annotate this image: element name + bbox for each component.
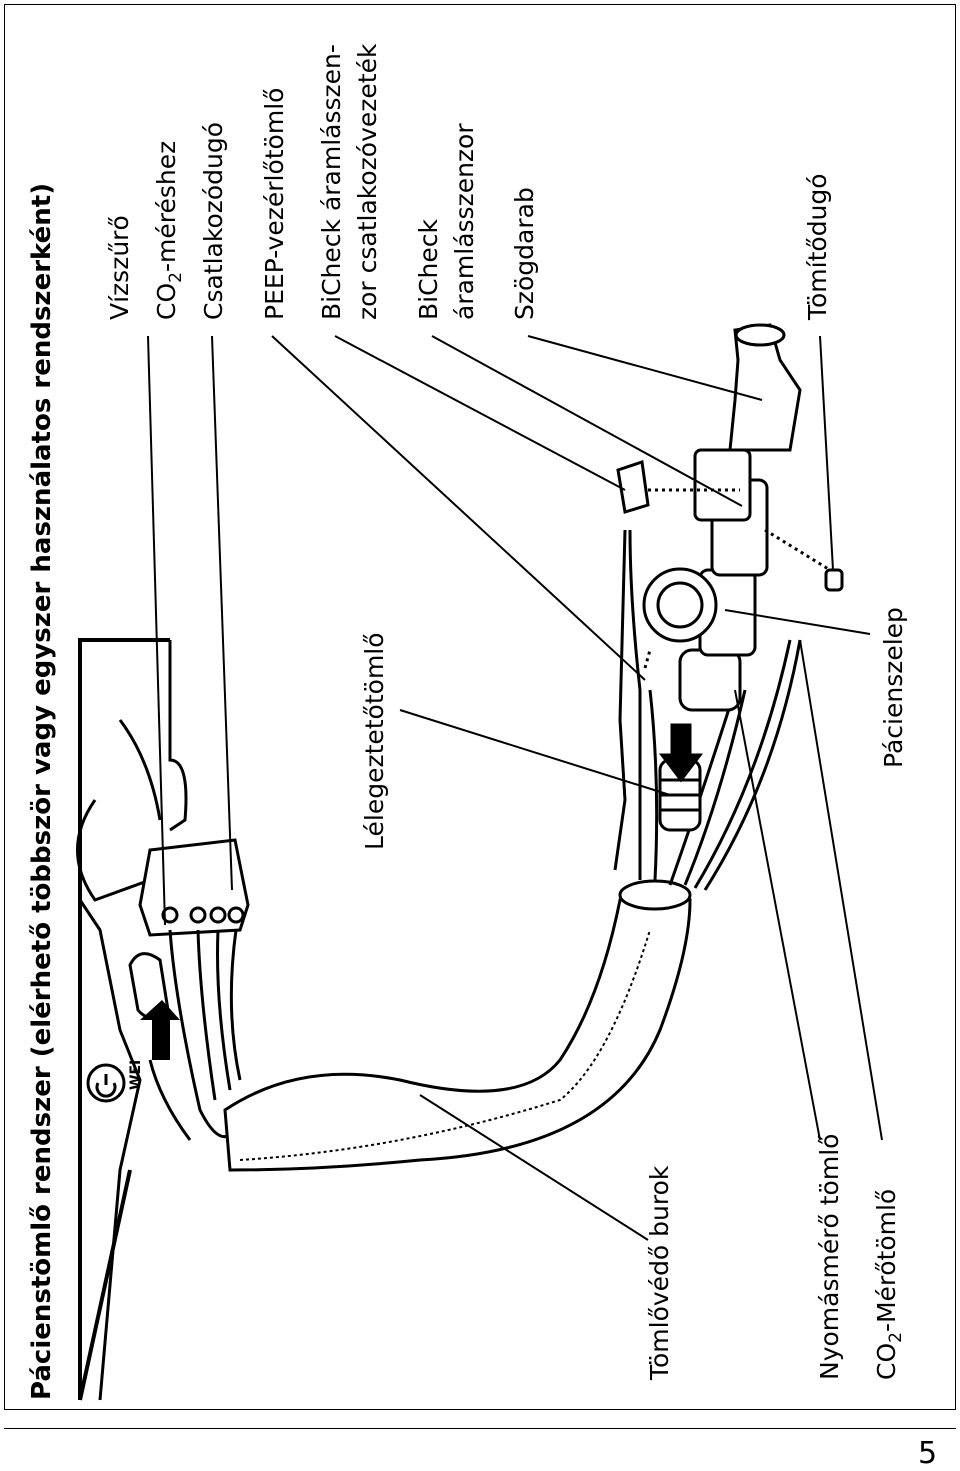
footer-rule (4, 1428, 956, 1429)
hose-connector (658, 723, 704, 832)
page-title: Pácienstömlő rendszer (elérhető többször… (27, 183, 57, 1400)
label-co2-tube: CO2-Mérőtömlő (872, 1189, 906, 1380)
hose-sleeve (223, 879, 692, 1172)
connector-block (138, 838, 250, 937)
label-bicheck-sensor-line2: áramlásszenzor (450, 123, 479, 320)
label-hose-sleeve: Tömlővédő burok (645, 1165, 674, 1381)
label-connector-plug: Csatlakozódugó (199, 122, 228, 320)
label-sealing-cap: Tömítődugó (803, 173, 832, 321)
label-bicheck-connector-line1: BiCheck áramlásszen- (317, 44, 346, 320)
label-peep-tube: PEEP-vezérlőtömlő (260, 88, 289, 320)
label-water-filter: Vízszűrő (105, 215, 134, 320)
power-icon (86, 1063, 126, 1103)
label-co2-measurement: CO2-méréshez (152, 141, 186, 320)
page-frame (4, 4, 956, 1410)
arrow-icon (140, 1000, 180, 1060)
leader-lines (147, 335, 883, 1241)
angle-piece (728, 323, 802, 452)
label-ventilation-hose: Lélegeztetőtömlő (360, 632, 389, 850)
sealing-cap (824, 568, 844, 592)
device-logo: WEI (128, 1060, 144, 1090)
page-number: 5 (918, 1436, 938, 1471)
label-pressure-tube: Nyomásmérő tömlő (815, 1134, 844, 1380)
tube-bundle (148, 929, 242, 1141)
label-angle-piece: Szögdarab (510, 187, 539, 320)
flow-sensor-connector (616, 460, 650, 514)
label-patient-valve: Pácienszelep (879, 607, 908, 768)
label-bicheck-connector-line2: zor csatlakozóvezeték (353, 43, 382, 320)
label-bicheck-sensor-line1: BiCheck (414, 218, 443, 320)
ventilator-device (76, 638, 188, 1401)
dotted-lines (643, 488, 831, 669)
